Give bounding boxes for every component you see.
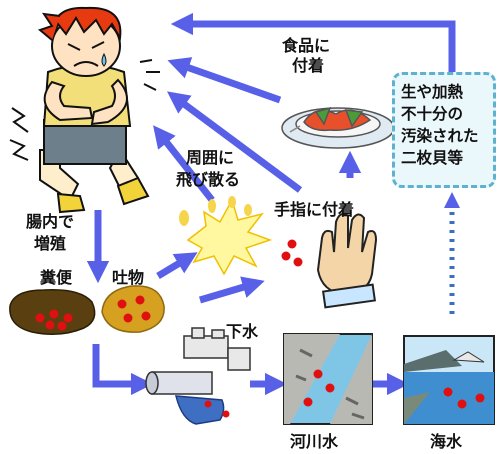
label-food-line1: 食品に <box>282 36 331 55</box>
sea-illustration <box>403 335 495 425</box>
arrow-feces-to-sewage <box>92 344 154 396</box>
hand-illustration <box>316 213 378 309</box>
arrow-shellfish-to-person <box>170 12 456 72</box>
sick-person-illustration <box>9 6 160 214</box>
label-sea: 海水 <box>430 432 463 451</box>
label-river: 河川水 <box>290 432 339 451</box>
label-feces: 糞便 <box>40 268 73 287</box>
scatter-burst <box>179 196 273 276</box>
arrow-fingers-to-person <box>167 91 303 193</box>
flow-arrows <box>86 12 461 396</box>
label-food-line2: 付着 <box>292 56 325 75</box>
label-gut-line2: 増殖 <box>34 234 67 253</box>
feces-illustration <box>9 289 96 335</box>
shellfish-line-4: 二枚貝等 <box>401 149 464 167</box>
shellfish-line-3: 汚染された <box>401 127 479 145</box>
arrow-vomit-to-scatter <box>156 252 198 280</box>
label-gut-line1: 腸内で <box>26 212 75 231</box>
contaminated-food-plate <box>281 106 395 149</box>
label-fingers: 手指に付着 <box>274 200 355 219</box>
label-scatter-line1: 周囲に <box>186 148 235 167</box>
arrow-food-to-person <box>167 57 282 104</box>
label-sewage: 下水 <box>226 322 259 341</box>
river-illustration <box>283 333 373 425</box>
label-vomit: 吐物 <box>112 268 145 287</box>
label-scatter-line2: 飛び散る <box>176 170 241 189</box>
shellfish-box: 生や加熱 不十分の 汚染された 二枚貝等 <box>392 72 496 188</box>
shellfish-line-2: 不十分の <box>401 105 464 123</box>
sewage-plant-illustration <box>145 327 251 425</box>
arrow-scatter-to-person <box>153 125 215 203</box>
virus-particles-hand <box>281 239 303 267</box>
vomit-illustration <box>101 285 165 333</box>
arrow-vomit-to-fingers <box>199 276 265 304</box>
shellfish-line-1: 生や加熱 <box>401 83 464 101</box>
